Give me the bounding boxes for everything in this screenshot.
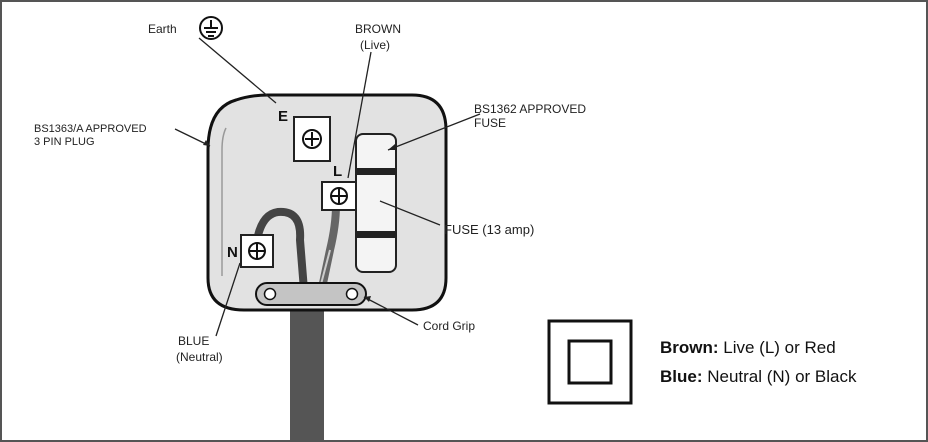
fuse-approved-label-line1: BS1362 APPROVED [474,102,586,116]
fuse-approved-label-line2: FUSE [474,116,506,130]
cord-grip [255,282,367,306]
live-wire-highlight [319,249,331,289]
terminal-screw-icon [302,129,322,149]
fuse-body [355,133,397,273]
earth-pin-label: E [278,108,288,125]
cord-grip-leader-arrow [364,296,371,302]
fuse-band-bottom [356,231,396,238]
legend-blue: Blue: Neutral (N) or Black [660,367,857,386]
legend-brown-key: Brown: [660,338,719,357]
earth-leader [198,37,277,104]
cord-grip-screw-right [345,287,359,301]
live-pin-label: L [333,163,342,180]
legend-brown-value: Live (L) or Red [719,338,836,357]
earth-label: Earth [148,22,177,36]
plug-leader-arrow [203,140,210,146]
plug-label-line1: BS1363/A APPROVED [34,123,147,135]
plug-label-line2: 3 PIN PLUG [34,136,95,148]
neutral-pin-label: N [227,244,238,261]
earth-ground-icon [199,16,223,40]
brown-leader [347,51,372,179]
terminal-screw-icon [248,242,266,260]
double-insulation-icon [547,319,633,405]
leader-lines [174,37,481,337]
terminal-screw-icon [330,187,348,205]
legend-blue-value: Neutral (N) or Black [703,367,857,386]
fuse-approved-leader [387,113,481,151]
cord-grip-label: Cord Grip [423,319,475,333]
fuse-approved-leader-arrow [388,144,396,150]
brown-label: BROWN [355,22,401,36]
brown-sub-label: (Live) [360,38,390,52]
blue-label: BLUE [178,334,209,348]
blue-sub-label: (Neutral) [176,350,223,364]
cord-grip-screw-left [263,287,277,301]
fuse-leader [379,200,441,226]
fuse-band-top [356,168,396,175]
cable [290,290,324,442]
fuse-label: FUSE (13 amp) [444,222,534,237]
blue-leader [215,262,241,337]
legend-brown: Brown: Live (L) or Red [660,338,836,357]
plug-rim-shadow [221,127,227,276]
cord-grip-leader [363,296,419,326]
legend-blue-key: Blue: [660,367,703,386]
